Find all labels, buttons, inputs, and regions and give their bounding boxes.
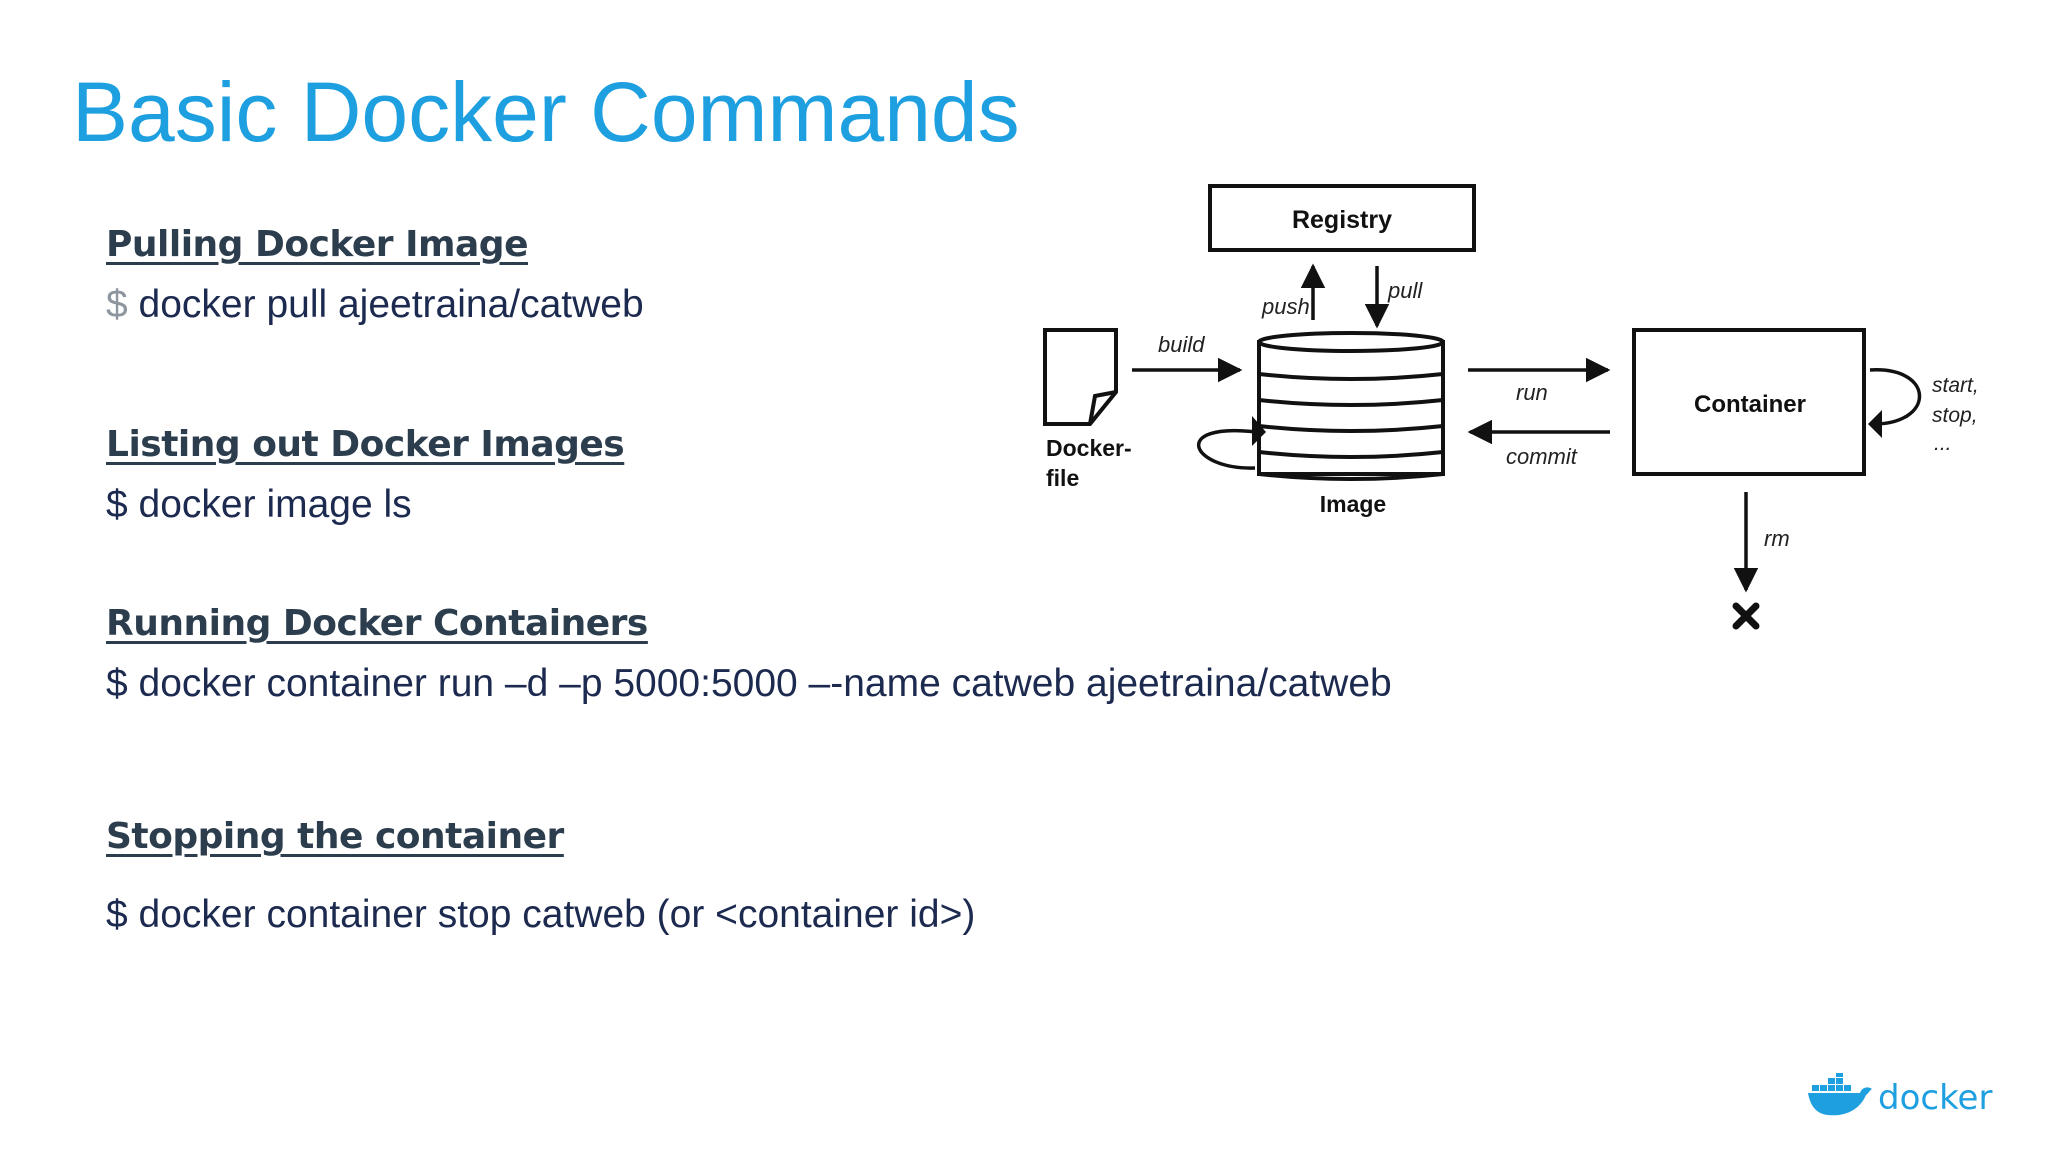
image-database-icon [1257,331,1445,481]
container-node: Container [1632,328,1866,476]
command-prompt: $ [106,483,128,526]
lifecycle-label-more: ... [1934,432,1952,455]
lifecycle-label-start: start, [1932,374,1979,397]
command-prompt: $ [106,893,128,936]
dockerfile-icon [1043,328,1118,426]
dockerfile-label-line1: Docker- [1046,435,1132,461]
image-label: Image [1320,491,1386,517]
docker-whale-icon [1808,1073,1872,1116]
command-line: $ docker container stop catweb (or <cont… [106,893,975,937]
commit-label: commit [1506,444,1578,469]
command-line: $ docker image ls [106,483,624,527]
section-run-container: Running Docker Containers $ docker conta… [106,603,1392,706]
push-label: push [1261,294,1310,319]
command-line: $ docker container run –d –p 5000:5000 –… [106,662,1392,706]
container-label: Container [1694,391,1806,418]
section-heading: Listing out Docker Images [106,424,625,465]
command-text: docker container stop catweb (or <contai… [138,893,976,936]
run-label: run [1516,380,1548,405]
command-text: docker container run –d –p 5000:5000 –-n… [138,662,1392,705]
section-heading: Stopping the container [106,816,564,857]
docker-logo-text: docker [1878,1078,1993,1118]
section-list-images: Listing out Docker Images $ docker image… [106,424,625,527]
container-loop-arrowhead [1868,410,1882,438]
section-heading: Pulling Docker Image [106,224,528,265]
slide-title: Basic Docker Commands [72,65,1020,159]
image-loop-arrow [1196,428,1257,470]
image-loop-arrowhead [1252,416,1266,446]
section-heading: Running Docker Containers [106,603,648,644]
build-label: build [1158,332,1205,357]
registry-node: Registry [1208,184,1476,252]
container-loop-arrow [1869,368,1922,426]
pull-label: pull [1387,278,1423,303]
section-stop-container: Stopping the container $ docker containe… [106,816,975,937]
rm-label: rm [1764,526,1790,551]
command-text: docker image ls [138,483,412,526]
section-pull: Pulling Docker Image $ docker pull ajeet… [106,224,644,327]
dockerfile-label-line2: file [1046,465,1079,491]
lifecycle-label-stop: stop, [1932,404,1978,427]
command-prompt: $ [106,283,128,326]
command-prompt: $ [106,662,128,705]
command-text: docker pull ajeetraina/catweb [138,283,644,326]
registry-label: Registry [1292,206,1392,234]
delete-x-icon [1732,602,1760,630]
docker-workflow-diagram: Registry push pull Docker- file build Im… [1043,184,1979,630]
command-line: $ docker pull ajeetraina/catweb [106,283,644,327]
